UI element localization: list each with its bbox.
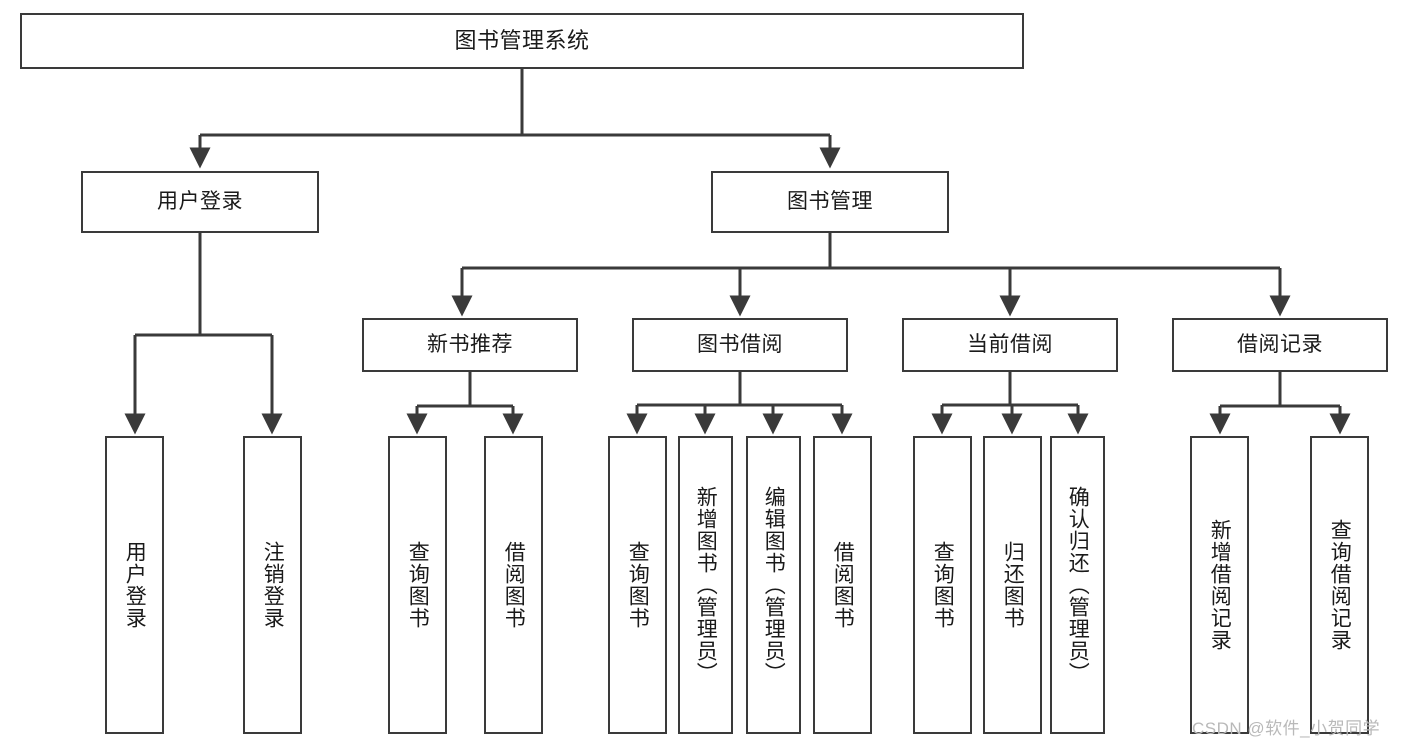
- leaf-edit-book-admin[interactable]: 编辑图书（管理员）: [746, 436, 801, 734]
- node-label: 图书管理系统: [454, 28, 590, 54]
- leaf-add-borrow-record[interactable]: 新增借阅记录: [1190, 436, 1249, 734]
- leaf-logout[interactable]: 注销登录: [243, 436, 302, 734]
- node-user-login[interactable]: 用户登录: [81, 171, 319, 233]
- node-label: 用户登录: [123, 541, 147, 629]
- node-new-book-recommend[interactable]: 新书推荐: [362, 318, 578, 372]
- node-label: 确认归还（管理员）: [1066, 486, 1090, 684]
- node-label: 新增借阅记录: [1208, 519, 1232, 651]
- csdn-watermark: CSDN @软件_小贺同学: [1192, 719, 1381, 738]
- leaf-query-book-current[interactable]: 查询图书: [913, 436, 972, 734]
- node-borrow-records[interactable]: 借阅记录: [1172, 318, 1388, 372]
- node-label: 查询图书: [626, 541, 650, 629]
- node-label: 借阅记录: [1237, 332, 1323, 356]
- node-label: 图书借阅: [697, 332, 783, 356]
- node-label: 借阅图书: [831, 541, 855, 629]
- node-label: 图书管理: [787, 189, 873, 213]
- node-label: 新增图书（管理员）: [694, 486, 718, 684]
- node-label: 查询图书: [931, 541, 955, 629]
- node-label: 当前借阅: [967, 332, 1053, 356]
- node-label: 编辑图书（管理员）: [762, 486, 786, 684]
- leaf-borrow-book[interactable]: 借阅图书: [813, 436, 872, 734]
- node-label: 用户登录: [157, 189, 243, 213]
- node-book-management[interactable]: 图书管理: [711, 171, 949, 233]
- leaf-confirm-return-admin[interactable]: 确认归还（管理员）: [1050, 436, 1105, 734]
- leaf-user-login[interactable]: 用户登录: [105, 436, 164, 734]
- node-label: 新书推荐: [427, 332, 513, 356]
- leaf-query-book-recommend[interactable]: 查询图书: [388, 436, 447, 734]
- node-label: 归还图书: [1001, 541, 1025, 629]
- node-current-borrow[interactable]: 当前借阅: [902, 318, 1118, 372]
- leaf-query-borrow-record[interactable]: 查询借阅记录: [1310, 436, 1369, 734]
- leaf-borrow-book-recommend[interactable]: 借阅图书: [484, 436, 543, 734]
- leaf-add-book-admin[interactable]: 新增图书（管理员）: [678, 436, 733, 734]
- node-label: 注销登录: [261, 541, 285, 629]
- node-label: 查询借阅记录: [1328, 519, 1352, 651]
- node-book-borrow[interactable]: 图书借阅: [632, 318, 848, 372]
- leaf-return-book[interactable]: 归还图书: [983, 436, 1042, 734]
- node-root-system[interactable]: 图书管理系统: [20, 13, 1024, 69]
- leaf-query-book-borrow[interactable]: 查询图书: [608, 436, 667, 734]
- node-label: 借阅图书: [502, 541, 526, 629]
- node-label: 查询图书: [406, 541, 430, 629]
